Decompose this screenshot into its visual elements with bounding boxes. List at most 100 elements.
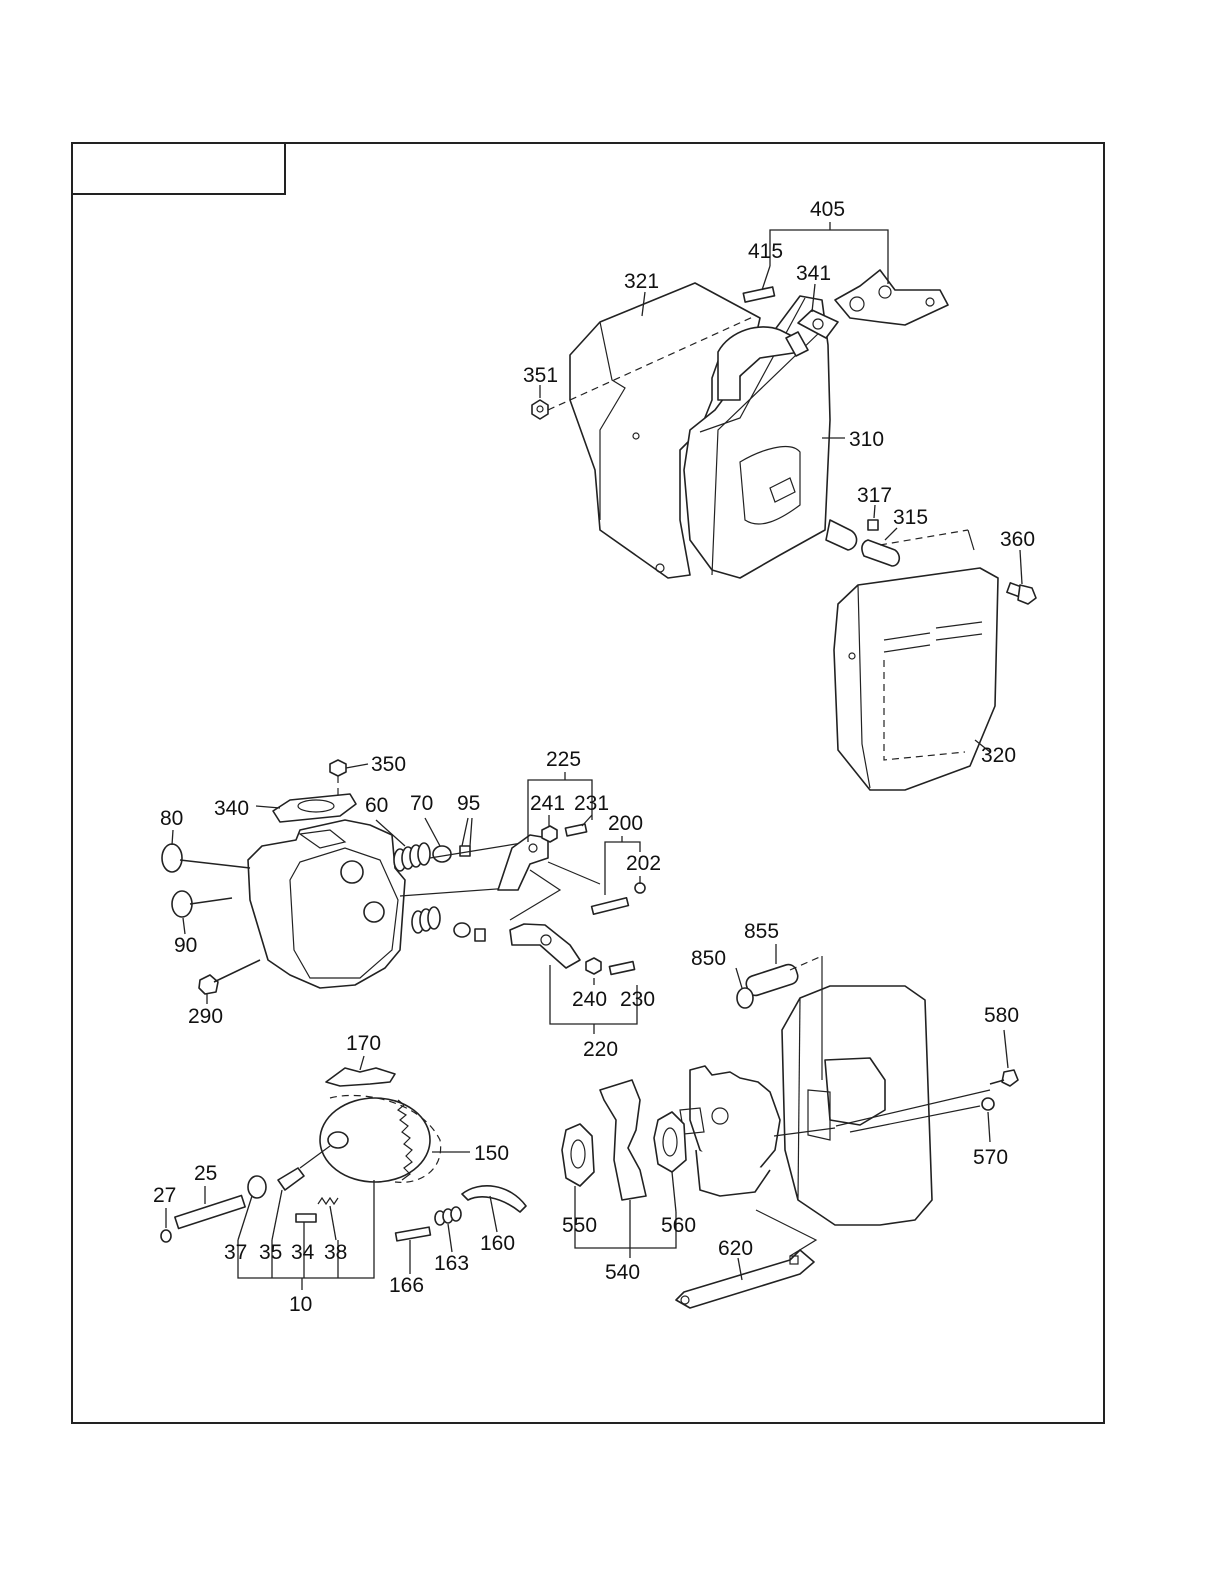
callout-310: 310	[849, 428, 884, 451]
callout-240: 240	[572, 988, 607, 1011]
leader-220	[549, 965, 638, 1034]
callout-37: 37	[224, 1241, 247, 1264]
leader-340	[255, 805, 281, 809]
pin-166	[394, 1226, 432, 1242]
callout-620: 620	[718, 1237, 753, 1260]
leader-350	[345, 763, 369, 769]
plate-540	[599, 1079, 647, 1201]
callout-38: 38	[324, 1241, 347, 1264]
gasket-341	[797, 309, 839, 339]
bolt-290	[198, 959, 261, 995]
pipe-850-855	[736, 963, 799, 1009]
gasket-550	[561, 1123, 595, 1187]
leader-163	[447, 1223, 453, 1253]
stay-620	[675, 1249, 815, 1309]
leader-170	[359, 1055, 365, 1071]
callout-340: 340	[214, 797, 249, 820]
leader-321	[641, 291, 646, 317]
callout-580: 580	[984, 1004, 1019, 1027]
leader-360	[1019, 549, 1023, 585]
muffler-body-310	[683, 295, 858, 579]
callout-540: 540	[605, 1261, 640, 1284]
callout-220: 220	[583, 1038, 618, 1061]
leader-35	[271, 1189, 283, 1241]
leader-415	[761, 265, 771, 291]
callout-34: 34	[291, 1241, 315, 1264]
air-cleaner-case	[781, 985, 933, 1226]
weight-35	[277, 1167, 305, 1191]
stud-231	[564, 823, 588, 837]
nut-240	[585, 957, 602, 975]
guide-170	[325, 1067, 396, 1087]
callout-90: 90	[174, 934, 197, 957]
leader-570	[987, 1111, 991, 1143]
callout-320: 320	[981, 744, 1016, 767]
washer-570	[981, 1097, 995, 1111]
callout-170: 170	[346, 1032, 381, 1055]
callout-80: 80	[160, 807, 183, 830]
carburetor	[679, 1065, 781, 1197]
leader-231	[581, 814, 593, 827]
leader-560	[671, 1171, 677, 1213]
cotter-95	[459, 845, 471, 857]
callout-200: 200	[608, 812, 643, 835]
callout-225: 225	[546, 748, 581, 771]
muffler-guard-320	[833, 567, 999, 791]
bolt-580	[989, 1069, 1019, 1087]
leader-850	[735, 967, 743, 989]
leader-60	[375, 819, 406, 847]
spring-38	[317, 1196, 339, 1206]
leader-95	[461, 817, 473, 847]
leader-315	[884, 527, 898, 541]
leader-200	[604, 836, 641, 895]
callout-231: 231	[574, 792, 609, 815]
stud-415	[742, 286, 776, 303]
callout-315: 315	[893, 506, 928, 529]
nut-350	[329, 759, 347, 777]
leader-317	[873, 504, 876, 519]
callout-317: 317	[857, 484, 892, 507]
leader-225	[527, 772, 593, 842]
clip-202	[634, 882, 646, 894]
callout-160: 160	[480, 1232, 515, 1255]
callout-27: 27	[153, 1184, 176, 1207]
callout-570: 570	[973, 1146, 1008, 1169]
callout-321: 321	[624, 270, 659, 293]
leader-70	[424, 817, 441, 847]
callout-70: 70	[410, 792, 433, 815]
leader-160	[489, 1195, 498, 1233]
callout-241: 241	[530, 792, 565, 815]
callout-25: 25	[194, 1162, 217, 1185]
retainer-70	[432, 845, 452, 863]
callout-350: 350	[371, 753, 406, 776]
callout-163: 163	[434, 1252, 469, 1275]
callout-351: 351	[523, 364, 558, 387]
pipe-315	[861, 539, 901, 567]
title-box	[71, 142, 286, 195]
rocker-arm-bracket-225	[497, 834, 581, 969]
nut-241	[541, 825, 558, 843]
callout-415: 415	[748, 240, 783, 263]
leader-38	[329, 1205, 337, 1241]
bolt-360	[1006, 582, 1037, 605]
cam-gear-150	[319, 1094, 442, 1183]
cylinder-head	[247, 819, 406, 989]
ring-37	[247, 1175, 267, 1199]
callout-202: 202	[626, 852, 661, 875]
leader-90	[182, 917, 186, 935]
leader-620	[737, 1257, 743, 1281]
leader-320	[974, 739, 991, 753]
nut-351	[531, 399, 549, 420]
callout-855: 855	[744, 920, 779, 943]
pushrod-200	[590, 896, 630, 916]
arm-160	[461, 1185, 527, 1213]
callout-150: 150	[474, 1142, 509, 1165]
stud-230	[608, 960, 636, 976]
callout-290: 290	[188, 1005, 223, 1028]
gasket-560	[653, 1111, 687, 1173]
callout-230: 230	[620, 988, 655, 1011]
callout-166: 166	[389, 1274, 424, 1297]
screw-317	[867, 519, 879, 531]
callout-360: 360	[1000, 528, 1035, 551]
pin-34	[295, 1213, 317, 1223]
